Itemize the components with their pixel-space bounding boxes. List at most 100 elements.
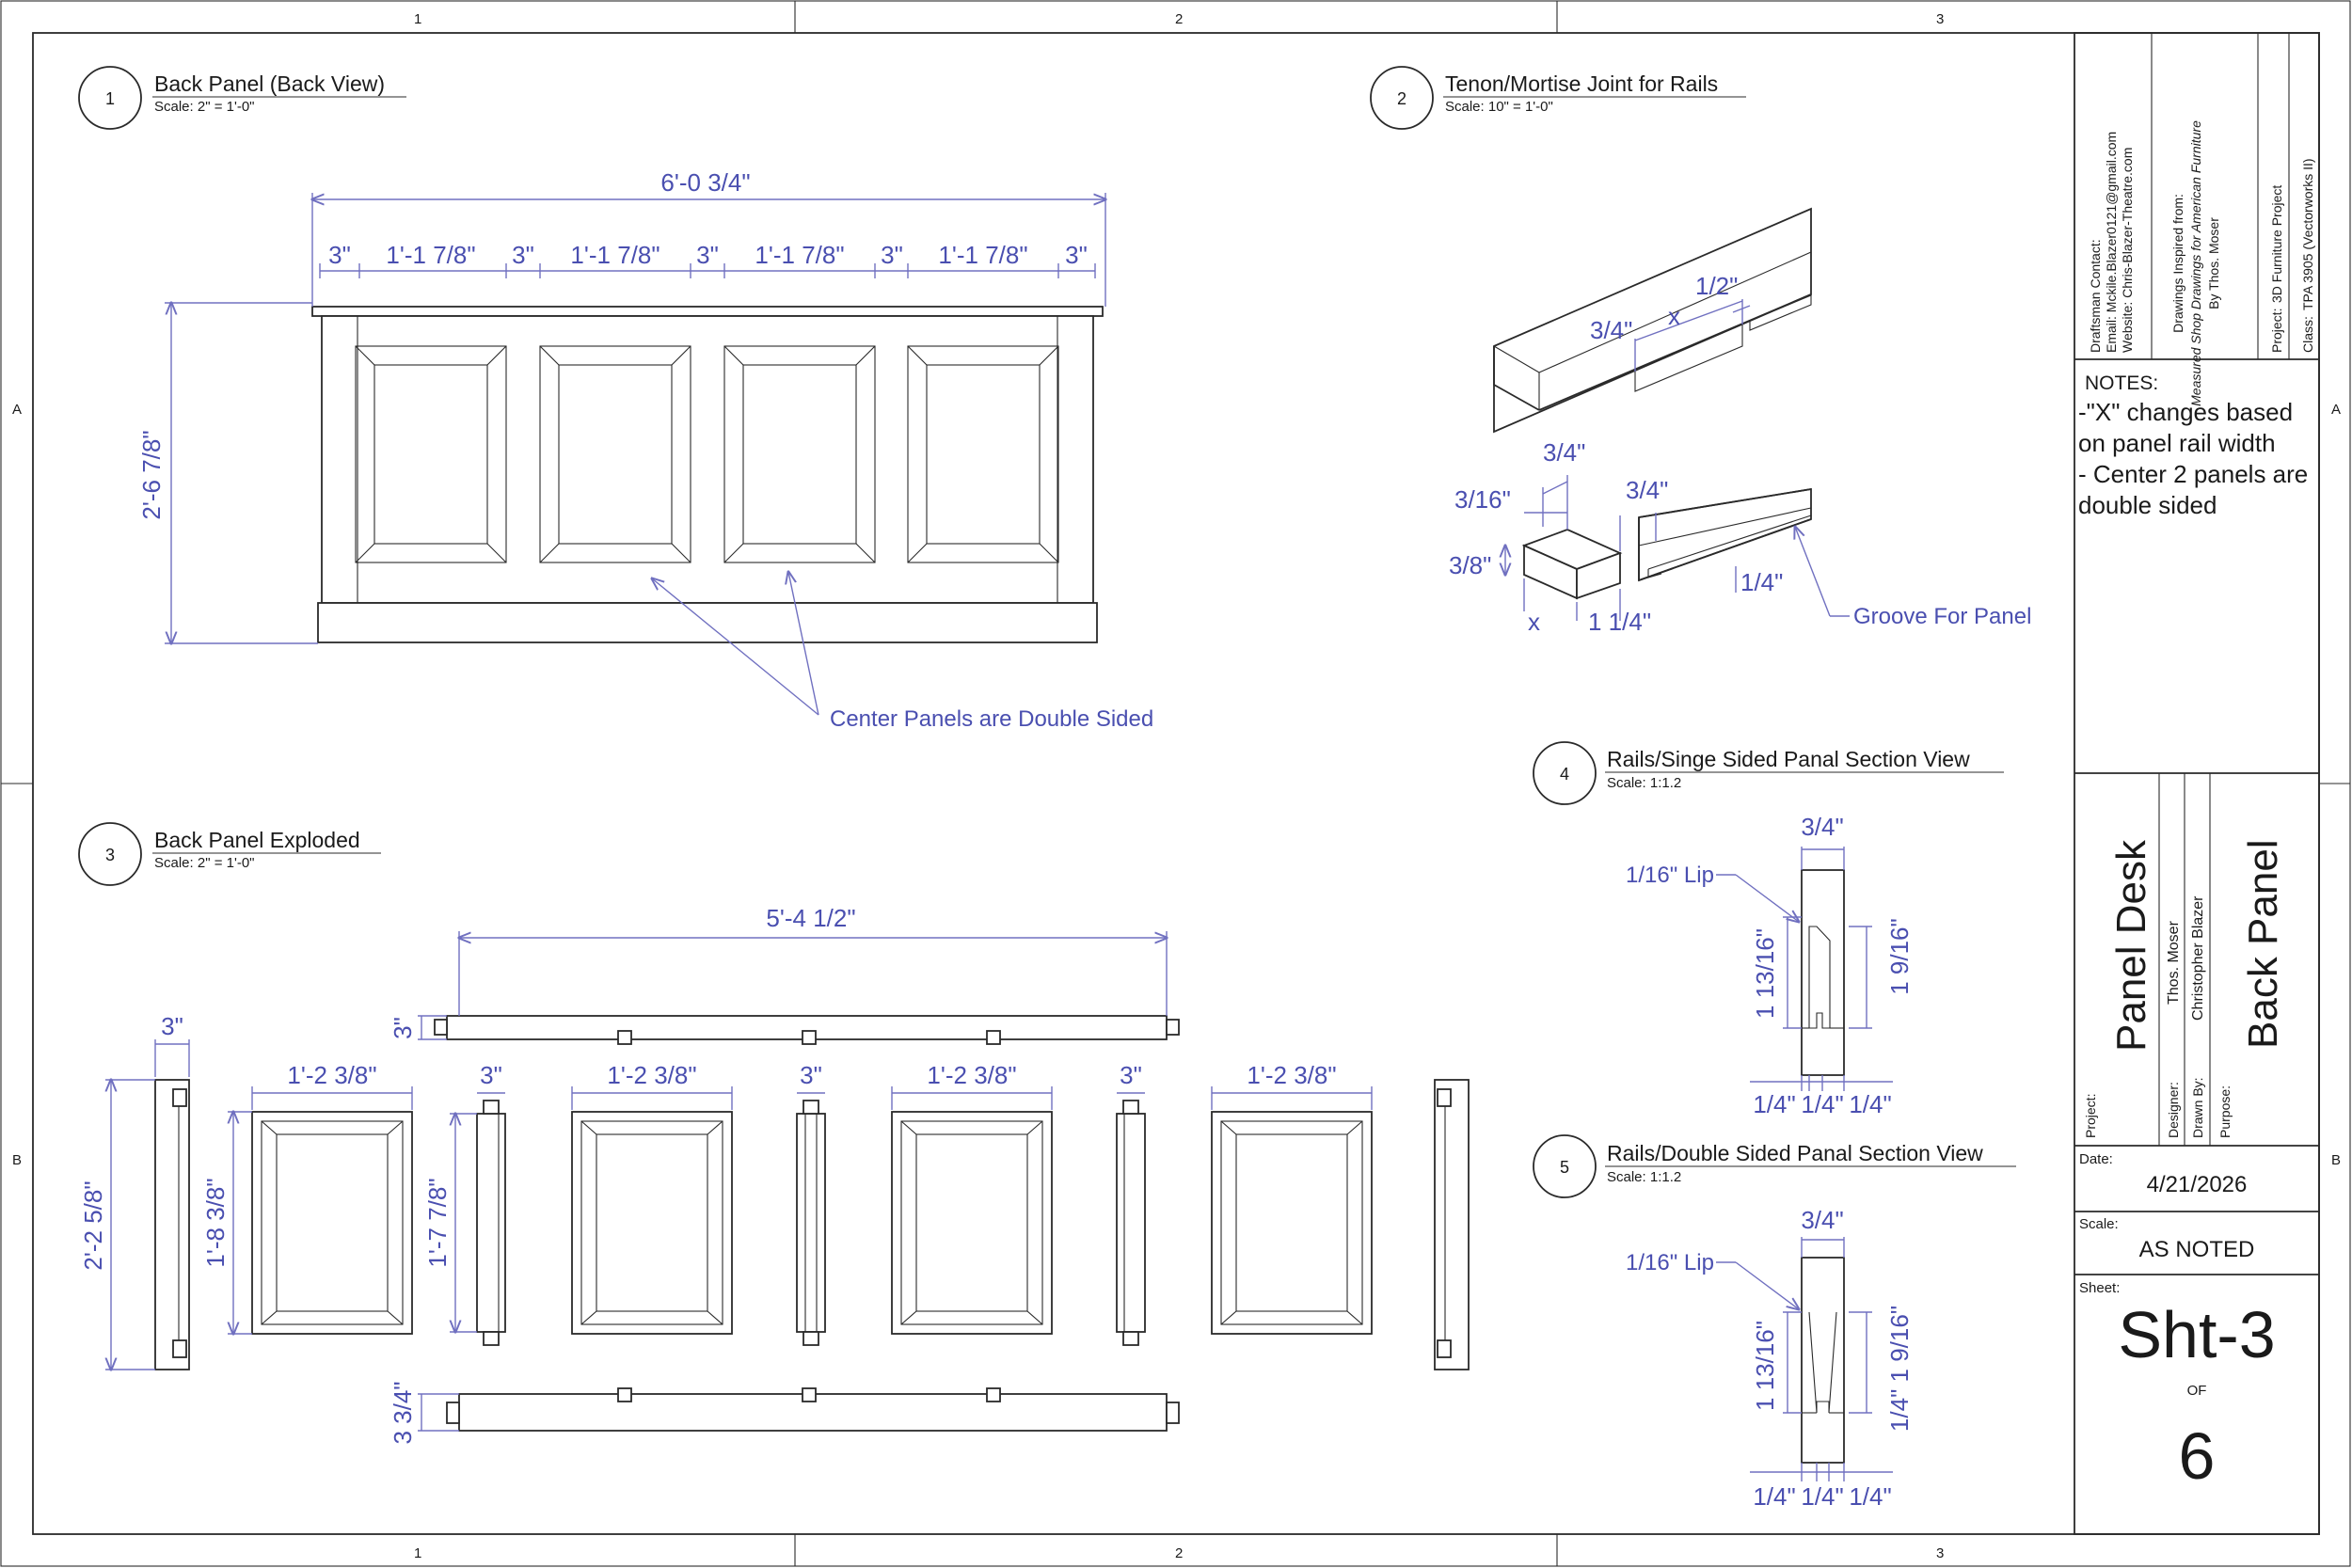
view-title-5: 5 Rails/Double Sided Panal Section View …: [1533, 1134, 2016, 1198]
grid-row-b-right: B: [2331, 1152, 2341, 1168]
grid-labels: 1 2 3 1 2 3 A B A B: [12, 11, 2341, 1561]
dim-section4-left-height: 1 13/16": [1751, 928, 1779, 1019]
view-title-3: 3 Back Panel Exploded Scale: 2" = 1'-0": [78, 822, 381, 886]
mid-stile: [476, 1100, 506, 1346]
drawn-by-label: Drawn By:: [2190, 1077, 2205, 1138]
dim-stile-3: 3": [696, 241, 719, 269]
dim-section4-width: 3/4": [1801, 813, 1843, 841]
dim-section4-q1: 1/4": [1753, 1090, 1795, 1118]
drawn-by-name: Christopher Blazer: [2190, 895, 2206, 1021]
grid-row-b: B: [12, 1152, 22, 1168]
view-title: Back Panel Exploded: [154, 828, 360, 852]
single-sided-section: [1801, 869, 1845, 1076]
callout-lip-4: 1/16" Lip: [1626, 863, 1714, 888]
joint-dimensions: 3/4" x 1/2" 3/4" 3/16" 3/4" 3/8" x 1 1/4…: [1449, 272, 2031, 636]
dim-mortise-depth: 1/2": [1695, 272, 1738, 300]
sheet-total: 6: [2179, 1419, 2216, 1493]
dim-shoulder: 3/4": [1626, 476, 1668, 504]
dim-tenon-length: 1 1/4": [1588, 608, 1651, 636]
dim-section5-q1: 1/4": [1753, 1482, 1795, 1511]
dim-mid-stile-width-3: 3": [1120, 1061, 1142, 1089]
purpose-label: Purpose:: [2217, 1085, 2233, 1138]
contact-website: Website: Chris-Blazer-Theatre.com: [2120, 148, 2135, 353]
view-title-2: 2 Tenon/Mortise Joint for Rails Scale: 1…: [1370, 66, 1746, 130]
dim-mid-stile-height: 1'-7 7/8": [423, 1178, 452, 1267]
end-stile-left: [154, 1079, 190, 1370]
view-scale: Scale: 10" = 1'-0": [1445, 99, 1553, 115]
contact-email: Email: Mckile.Blazer0121@gmail.com: [2104, 132, 2119, 353]
dim-panel-3: 1'-1 7/8": [755, 241, 844, 269]
view-number: 5: [1560, 1158, 1569, 1177]
dim-panel-width-4: 1'-2 3/8": [1247, 1061, 1336, 1089]
grid-col-1: 1: [414, 11, 421, 27]
end-stile-right: [1434, 1079, 1470, 1370]
project-value: 3D Furniture Project: [2269, 185, 2284, 303]
dim-mortise-length: 3/4": [1590, 316, 1632, 344]
dim-tenon-x: x: [1528, 608, 1540, 636]
grid-col-2: 2: [1175, 11, 1183, 27]
dim-panel-width-2: 1'-2 3/8": [607, 1061, 696, 1089]
dim-panel-2: 1'-1 7/8": [570, 241, 660, 269]
exploded-panel: [571, 1111, 733, 1335]
callout-lip-5: 1/16" Lip: [1626, 1250, 1714, 1275]
dim-bottom-rail: 3 3/4": [389, 1381, 417, 1444]
raised-panel: [355, 345, 507, 563]
dim-stile-2: 3": [512, 241, 534, 269]
project-name: Panel Desk: [2108, 839, 2154, 1052]
top-rail: [434, 1015, 1180, 1045]
callout-center-panels: Center Panels are Double Sided: [830, 706, 1153, 732]
notes-line-3: - Center 2 panels are: [2078, 460, 2308, 488]
mid-stile: [1116, 1100, 1146, 1346]
dim-panel-width-3: 1'-2 3/8": [927, 1061, 1016, 1089]
dim-panel-height: 1'-8 3/8": [201, 1178, 230, 1267]
notes-heading: NOTES:: [2085, 372, 2158, 394]
grid-col-2-bottom: 2: [1175, 1545, 1183, 1561]
grid-row-a-right: A: [2331, 402, 2341, 418]
class-value: TPA 3905 (Vectorworks II): [2300, 158, 2315, 310]
single-sided-dimensions: 3/4" 1/16" Lip 1 13/16" 1 9/16" 1/4" 1/4…: [1626, 813, 1914, 1118]
callout-groove: Groove For Panel: [1853, 604, 2031, 629]
class-label: Class:: [2300, 316, 2315, 353]
view-number: 2: [1397, 89, 1406, 108]
exploded-panel: [251, 1111, 413, 1335]
exploded-dimensions: 5'-4 1/2" 3" 3 3/4" 3" 2'-2 5/8" 1'-2 3/…: [79, 904, 1373, 1445]
dim-section4-right-height: 1 9/16": [1885, 918, 1914, 995]
scale-value: AS NOTED: [2139, 1237, 2255, 1262]
notes-line-4: double sided: [2078, 491, 2217, 519]
tenon-rail-drawing: [1521, 487, 1812, 600]
dim-section4-q3: 1/4": [1849, 1090, 1891, 1118]
exploded-panel: [1211, 1111, 1373, 1335]
grid-col-3-bottom: 3: [1936, 1545, 1944, 1561]
view-scale: Scale: 1:1.2: [1607, 1169, 1681, 1185]
dim-groove-depth: 1/4": [1740, 568, 1783, 596]
notes-line-2: on panel rail width: [2078, 429, 2276, 457]
view-scale: Scale: 1:1.2: [1607, 775, 1681, 791]
date-value: 4/21/2026: [2147, 1172, 2248, 1197]
raised-panel: [723, 345, 876, 563]
exploded-panel: [891, 1111, 1053, 1335]
title-block: Draftsman Contact: Email: Mckile.Blazer0…: [2074, 32, 2320, 1535]
dim-stile-1: 3": [328, 241, 351, 269]
dim-mid-stile-width-1: 3": [480, 1061, 502, 1089]
mid-stile: [796, 1100, 826, 1346]
raised-panel: [907, 345, 1059, 563]
dim-section5-q3: 1/4": [1849, 1482, 1891, 1511]
date-label: Date:: [2079, 1151, 2113, 1167]
purpose-value: Back Panel: [2240, 839, 2286, 1049]
contact-line-1: Draftsman Contact:: [2088, 239, 2103, 353]
dim-tenon-thickness: 3/16": [1454, 485, 1511, 514]
double-sided-dimensions: 3/4" 1/16" Lip 1 13/16" 1/4" 1 9/16" 1/4…: [1626, 1206, 1914, 1511]
view-title: Tenon/Mortise Joint for Rails: [1445, 71, 1718, 96]
inspired-line-1: Drawings Inspired from:: [2170, 194, 2185, 333]
project-name-label: Project:: [2083, 1094, 2098, 1138]
dim-stile-4: 3": [881, 241, 903, 269]
double-sided-section: [1801, 1257, 1845, 1464]
mortise-rail-drawing: [1493, 207, 1812, 434]
dim-overall-width: 6'-0 3/4": [660, 168, 750, 197]
dim-panel-1: 1'-1 7/8": [386, 241, 475, 269]
back-panel-dimensions: 6'-0 3/4" 3" 1'-1 7/8" 3" 1'-1 7/8" 3" 1…: [137, 168, 1153, 732]
view-number: 1: [105, 89, 115, 108]
view-title: Back Panel (Back View): [154, 71, 385, 96]
raised-panel: [539, 345, 691, 563]
